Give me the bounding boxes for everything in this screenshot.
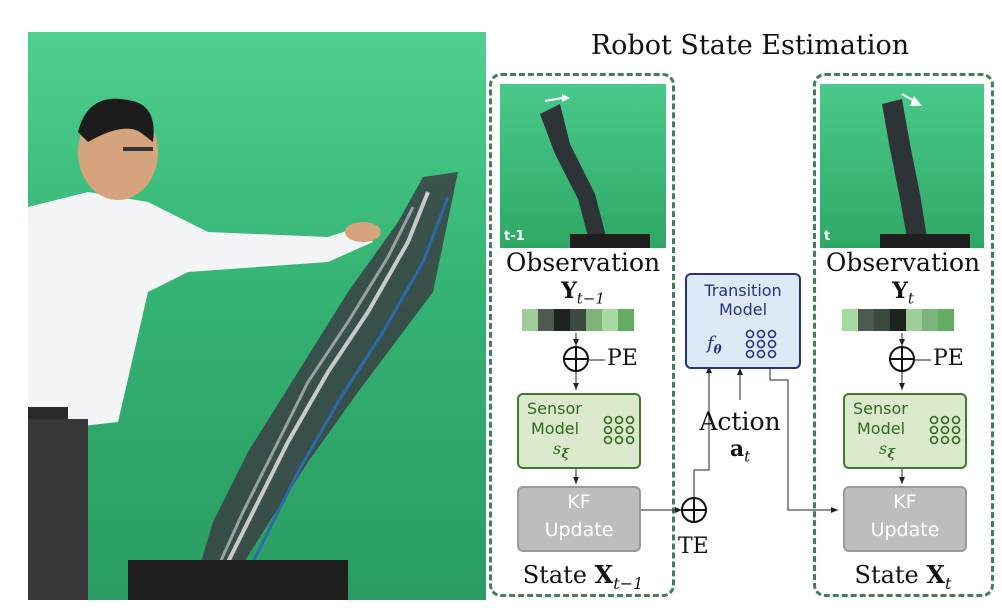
sensor-model-prev: Sensor Model sξ (517, 393, 641, 469)
left-state-panel (489, 73, 675, 597)
glasses (123, 147, 153, 151)
robot-actuator-line (226, 191, 430, 563)
robot-base (128, 560, 348, 600)
robot-thumbnail-prev (540, 94, 650, 248)
action-symbol: at (729, 436, 751, 466)
observation-symbol-current: Yt (892, 278, 914, 308)
person-shirt (28, 192, 373, 432)
right-state-panel (813, 73, 994, 597)
person-pants (28, 419, 88, 600)
robot-photo (28, 32, 486, 600)
robot-actuator-line-2 (216, 206, 415, 568)
person-hair (78, 98, 154, 142)
observation-features-current (842, 309, 954, 331)
observation-image-current: t (820, 84, 984, 248)
photo-illustration (28, 98, 458, 600)
state-label-current: State Xt (854, 560, 952, 593)
pe-label-prev: PE (607, 346, 638, 371)
kf-update-current: KF Update (843, 486, 967, 552)
person-hand (345, 222, 381, 242)
kf-update-prev: KF Update (517, 486, 641, 552)
observation-symbol-prev: Yt−1 (561, 278, 605, 308)
neural-net-icon (603, 415, 635, 445)
frame-label-prev: t-1 (504, 229, 525, 244)
diagram-title: Robot State Estimation (590, 30, 910, 61)
robot-thumbnail-current (880, 93, 970, 248)
transition-model: Transition Model fθ (685, 273, 801, 369)
pe-label-current: PE (933, 346, 964, 371)
neural-net-icon (929, 415, 961, 445)
robot-cable (246, 196, 450, 573)
observation-label-current: Observation (825, 248, 981, 277)
action-label: Action (699, 407, 781, 436)
observation-image-prev: t-1 (500, 84, 666, 248)
observation-features-prev (522, 309, 634, 331)
observation-label-prev: Observation (505, 248, 661, 277)
neural-net-icon (745, 329, 777, 359)
state-label-prev: State Xt−1 (522, 560, 644, 593)
person-belt (28, 407, 68, 419)
frame-label-current: t (824, 229, 831, 244)
sensor-model-current: Sensor Model sξ (843, 393, 967, 469)
te-label: TE (678, 534, 709, 559)
